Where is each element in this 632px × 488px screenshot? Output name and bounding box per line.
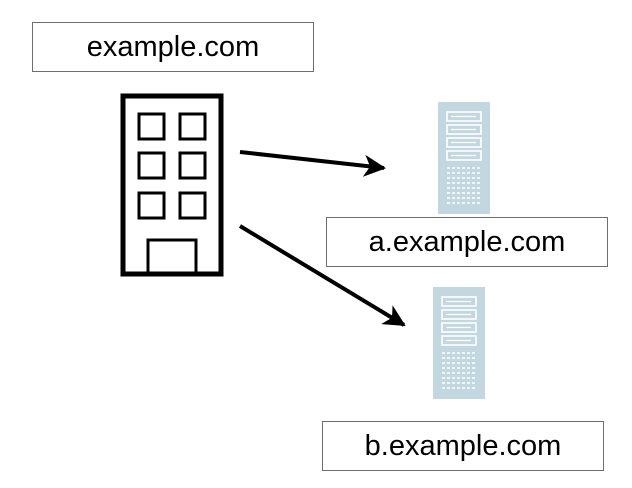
- subdomain-b-label: b.example.com: [322, 421, 604, 471]
- server-rack-icon: [437, 101, 491, 215]
- office-building-icon: [120, 93, 224, 277]
- subdomain-a-label: a.example.com: [326, 217, 608, 267]
- arrow-to-b: [238, 224, 406, 327]
- server-rack-icon: [432, 286, 486, 400]
- subdomain-b-text: b.example.com: [364, 429, 562, 462]
- root-domain-label: example.com: [32, 22, 314, 72]
- subdomain-a-text: a.example.com: [368, 225, 566, 258]
- root-domain-text: example.com: [86, 30, 260, 63]
- arrow-to-a: [239, 150, 386, 177]
